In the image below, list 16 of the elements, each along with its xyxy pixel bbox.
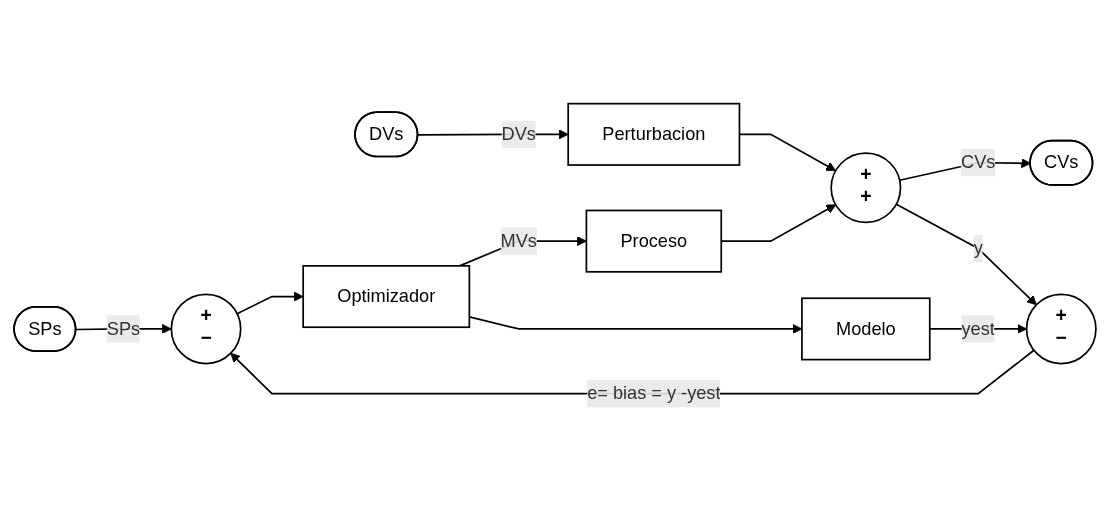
node-circle: + − [1025, 293, 1097, 365]
edge-label: yest [961, 318, 995, 339]
node-box: Proceso [585, 209, 723, 273]
node-box: Perturbacion [567, 102, 741, 166]
arrow [236, 291, 304, 315]
edge-label: CVs [961, 152, 996, 172]
edge-label: y [973, 238, 983, 258]
edge-label: SPs [106, 318, 141, 339]
node-box: Optimizador [302, 265, 471, 329]
edge-label: DVs [501, 124, 536, 144]
edge-label: MVs [500, 230, 537, 251]
edge-label: e= bias = y -yest [587, 383, 721, 403]
node-circle: + − [170, 293, 242, 365]
node-box: Modelo [801, 297, 931, 361]
node-circle: + + [830, 152, 902, 224]
arrow [895, 203, 1037, 306]
